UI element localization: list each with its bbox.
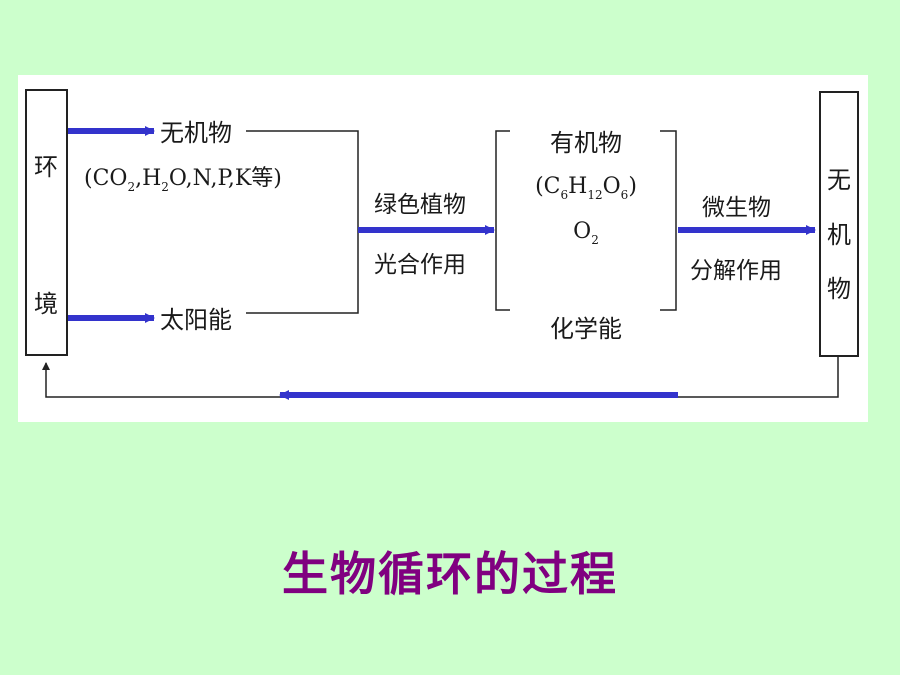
oxygen-formula: O2 [573,219,599,247]
caption-title: 生物循环的过程 [282,547,618,601]
organic-bracket-left [495,130,510,311]
inorganic-output-char-3: 物 [827,275,851,303]
bio-cycle-diagram: 环 境 无机物 (CO2,H2O,N,P,K等) 太阳能 绿色植物 光合作用 有… [18,75,868,422]
microbes-label: 微生物 [702,195,771,221]
green-plants-label: 绿色植物 [374,192,466,218]
left-bracket [246,130,359,314]
photosynthesis-label: 光合作用 [374,252,466,278]
diagram-svg: 环 境 无机物 (CO2,H2O,N,P,K等) 太阳能 绿色植物 光合作用 有… [25,89,859,400]
organic-bracket-right [660,130,677,311]
inorganic-output-char-2: 机 [827,221,851,249]
inorganic-output-char-1: 无 [827,166,851,194]
organic-title: 有机物 [550,129,622,157]
chemical-energy-label: 化学能 [550,315,622,343]
environment-char-1: 环 [34,153,58,181]
environment-char-2: 境 [34,290,58,318]
inorganic-input-formula: (CO2,H2O,N,P,K等) [84,166,282,194]
environment-box [25,89,68,356]
solar-label: 太阳能 [160,306,232,334]
inorganic-output-box [819,91,859,357]
organic-formula: (C6H12O6) [535,174,637,202]
inorganic-input-title: 无机物 [160,119,232,147]
return-loop-line [42,356,839,398]
decomposition-label: 分解作用 [690,258,782,284]
